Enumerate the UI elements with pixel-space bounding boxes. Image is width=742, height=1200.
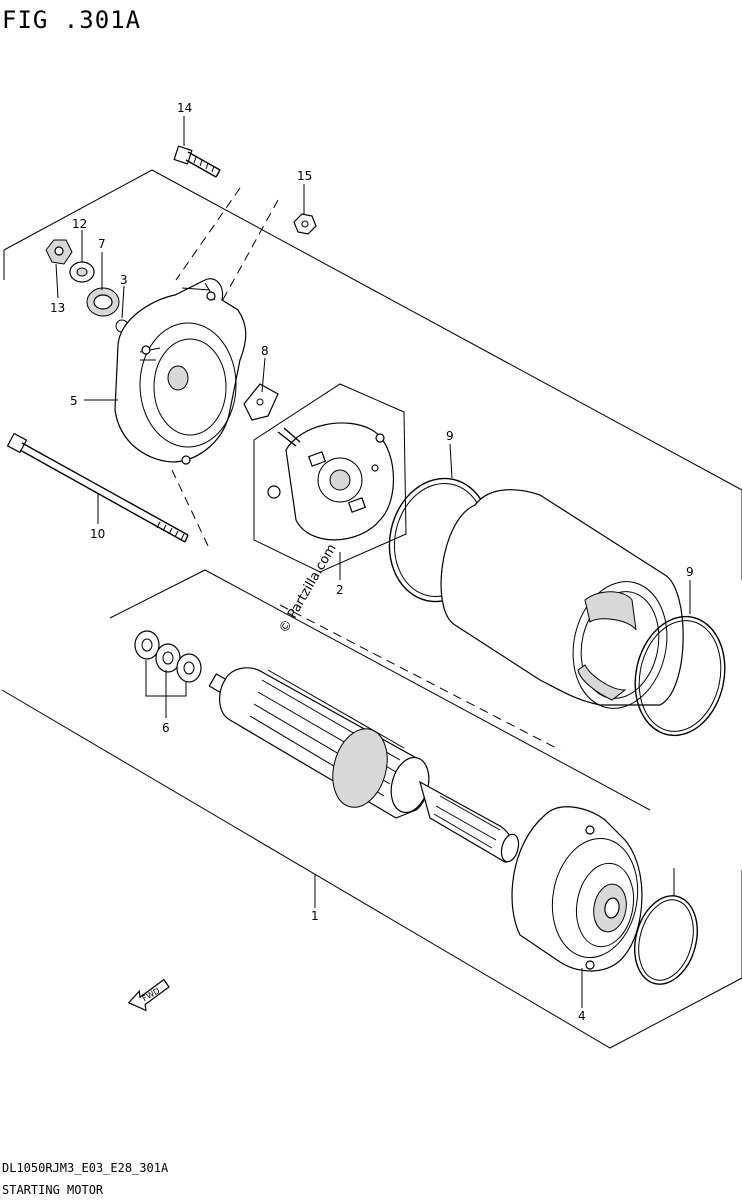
callout-12: 12 (72, 217, 87, 231)
callout-9-upper: 9 (446, 429, 454, 443)
upper-box-outline (3, 169, 742, 491)
footer-code: DL1050RJM3_E03_E28_301A (2, 1161, 169, 1175)
callout-5: 5 (70, 394, 78, 408)
part-2-brush-holder (253, 383, 407, 573)
callout-2: 2 (336, 583, 344, 597)
callout-3: 3 (120, 273, 128, 287)
part-15-nut (293, 213, 317, 235)
part-13-nut (45, 239, 73, 265)
lower-box-top (109, 569, 651, 811)
part-9-oring-lower (634, 615, 726, 737)
callout-14: 14 (177, 101, 192, 115)
guide-dash-nut (219, 199, 279, 306)
part-14-bolt (173, 145, 221, 178)
part-8-plate (243, 383, 279, 421)
part-1-armature (208, 667, 520, 863)
callout-6: 6 (162, 721, 170, 735)
callout-7: 7 (98, 237, 106, 251)
figure-title: FIG .301A (2, 6, 141, 34)
leader-lines (55, 116, 691, 1008)
guide-dash-lower (279, 604, 561, 751)
callout-13: 13 (50, 301, 65, 315)
part-7-seal (86, 287, 120, 317)
part-5-rear-housing (114, 278, 247, 465)
callout-4: 4 (578, 1009, 586, 1023)
part-10-long-bolt (6, 432, 189, 543)
part-4-front-housing (511, 806, 643, 972)
footer-caption: STARTING MOTOR (2, 1183, 104, 1197)
callout-8: 8 (261, 344, 269, 358)
yoke-housing (440, 489, 684, 709)
guide-dash-bolt (175, 187, 241, 281)
callout-10: 10 (90, 527, 105, 541)
fwd-arrow-icon: FWD (127, 978, 170, 1012)
callout-1: 1 (311, 909, 319, 923)
lower-box-bottom (1, 689, 742, 1049)
callout-9-lower: 9 (686, 565, 694, 579)
part-12-washer (69, 261, 95, 283)
part-6-washers (134, 630, 202, 683)
part-oring-front (634, 895, 698, 985)
callout-15: 15 (297, 169, 312, 183)
